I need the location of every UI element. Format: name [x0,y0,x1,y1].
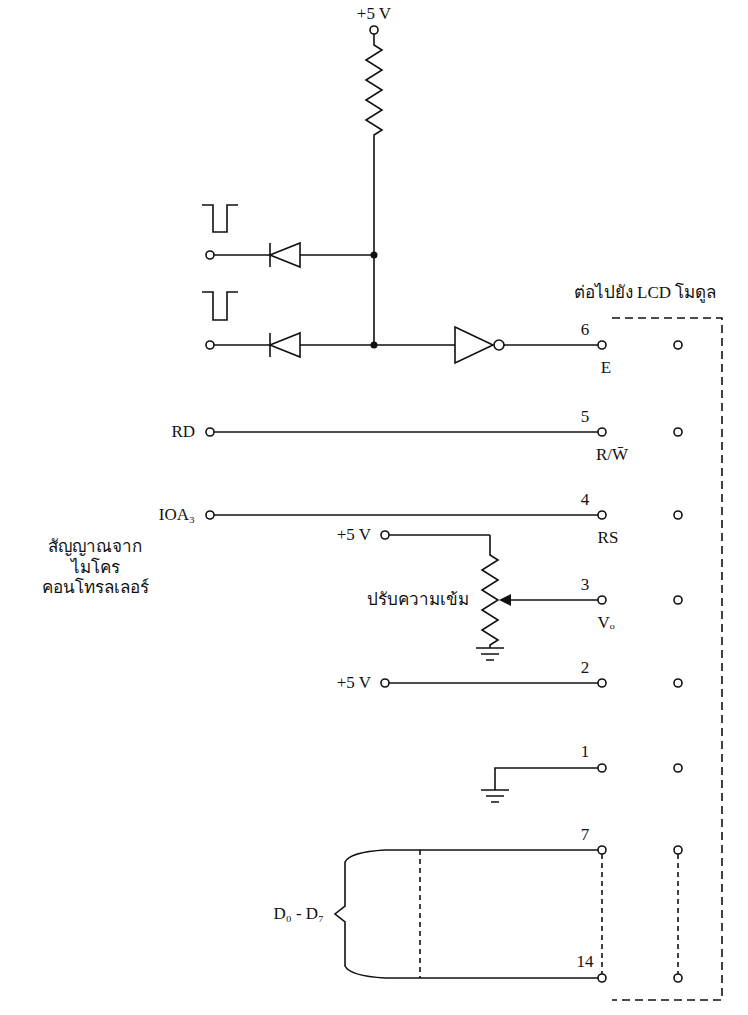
terminal [381,531,389,539]
wiper-arrowhead [499,594,511,606]
junction-dot [371,342,378,349]
pin-terminal [598,846,606,854]
wiper-wire [508,599,598,601]
pin-number: 3 [580,575,591,595]
pin-terminal [674,428,682,436]
pin-number: 5 [580,407,591,427]
pin-number: 4 [580,490,591,510]
pin-number: 1 [580,742,591,762]
wire [214,514,598,516]
wire [385,850,598,978]
connector-bracket [612,318,722,1000]
pulse-symbol [202,205,238,232]
wire [504,344,598,346]
ground-symbol [476,648,504,660]
signal-name: IOA₃ [158,505,196,525]
terminal [370,26,378,34]
source-note: สัญญาณจาก ไมโครคอนโทรลเลอร์ [41,537,150,598]
inverter-bubble [494,340,504,350]
ground-symbol [481,790,509,802]
supply-label: +5 V [336,525,372,545]
pin-terminal [598,679,606,687]
pin-terminal [598,428,606,436]
pin-number: 6 [580,320,591,340]
pin-terminal [674,679,682,687]
terminal [206,341,214,349]
pin-name: RS [597,528,620,548]
pin-terminal [598,764,606,772]
terminal [206,428,214,436]
connector-note: ต่อไปยัง LCD โมดูล [573,283,718,303]
pin-terminal [598,341,606,349]
junction-dot [371,252,378,259]
pin-terminal [674,764,682,772]
wire [495,768,598,790]
contrast-note: ปรับความเข้ม [366,590,470,610]
signal-name: RD [170,422,196,442]
pin-number: 14 [576,952,595,972]
diode-symbol [270,243,300,267]
pullup-resistor [366,34,382,345]
bus-dashed-line [420,850,678,978]
pin-name: R/W̄ [595,445,629,465]
potentiometer-symbol [482,535,498,648]
wire [214,431,598,433]
pin-terminal [674,846,682,854]
pin-terminal [674,974,682,982]
pin-name: Vₒ [596,613,615,633]
supply-label: +5 V [356,4,392,24]
pin-terminal [598,596,606,604]
diode-symbol [270,333,300,357]
inverter-symbol [455,327,493,363]
terminal [381,679,389,687]
pin-terminal [598,511,606,519]
wire [389,534,490,536]
bus-name: D₀ - D₇ [272,904,325,924]
supply-label: +5 V [336,673,372,693]
terminal [206,511,214,519]
pin-terminal [598,974,606,982]
terminal [206,251,214,259]
pin-terminal [674,596,682,604]
diode-wire [214,344,455,346]
wire [389,682,598,684]
pin-name: E [600,358,612,378]
pin-terminal [674,341,682,349]
pin-number: 7 [580,825,591,845]
pulse-symbol [202,292,238,320]
bus-bracket [335,850,385,978]
diode-wire [214,254,374,256]
pin-number: 2 [580,658,591,678]
pin-terminal [674,511,682,519]
